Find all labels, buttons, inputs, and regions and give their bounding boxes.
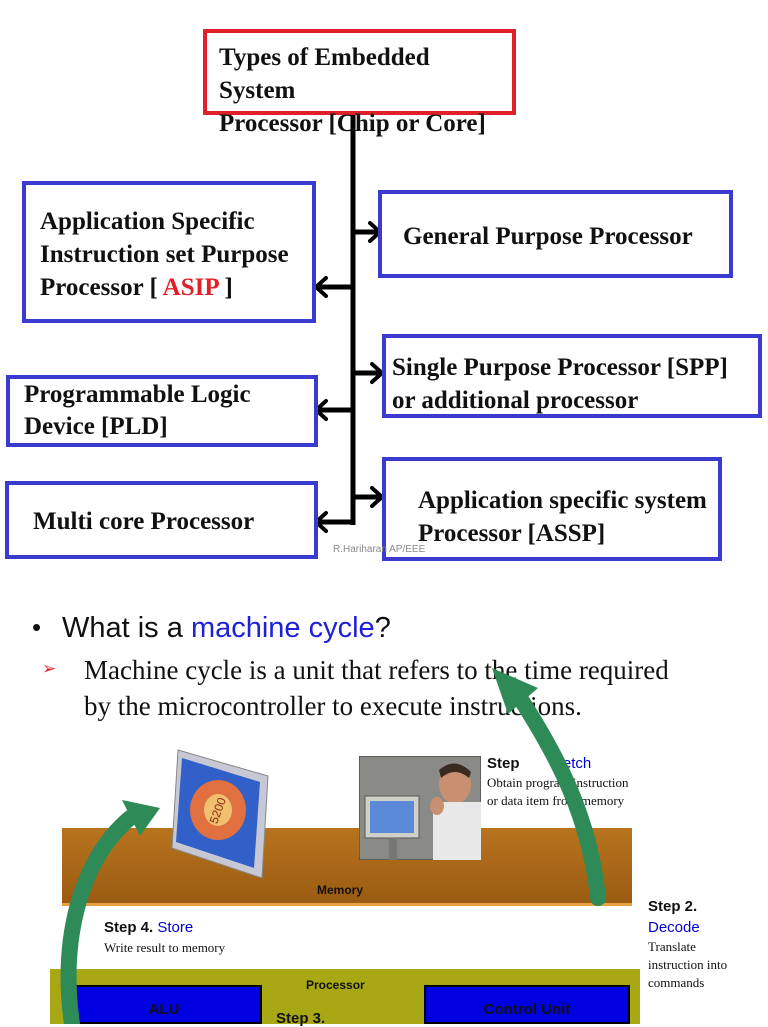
control-unit-block: Control Unit bbox=[424, 985, 630, 1024]
memory-label: Memory bbox=[317, 883, 364, 897]
spp-box: Single Purpose Processor [SPP] or additi… bbox=[382, 334, 762, 418]
multicore-box: Multi core Processor bbox=[5, 481, 318, 559]
step2-desc-line3: commands bbox=[648, 975, 705, 990]
assp-box: Application specific system Processor [A… bbox=[382, 457, 722, 561]
asip-line3-prefix: Processor [ bbox=[40, 274, 163, 301]
asip-line2: Instruction set Purpose bbox=[40, 241, 289, 268]
memory-bar bbox=[62, 828, 632, 906]
alu-label: ALU bbox=[148, 1001, 180, 1018]
question-prefix: What is a bbox=[62, 612, 191, 644]
alu-block: ALU bbox=[66, 985, 262, 1024]
bullet-dot: • bbox=[32, 612, 42, 642]
pld-box: Programmable Logic Device [PLD] bbox=[6, 375, 318, 447]
root-line1: Types of Embedded System bbox=[219, 44, 430, 104]
question-suffix: ? bbox=[374, 612, 391, 644]
asip-line1: Application Specific bbox=[40, 208, 255, 235]
step4-label: Step 4. bbox=[104, 919, 154, 936]
step4-heading: Step 4. Store bbox=[104, 919, 193, 936]
pld-line2: Device [PLD] bbox=[24, 413, 168, 440]
step2-heading: Step 2. Decode bbox=[648, 896, 700, 938]
answer-text: Machine cycle is a unit that refers to t… bbox=[84, 652, 669, 724]
pld-line1: Programmable Logic bbox=[24, 381, 251, 408]
step4-name: Store bbox=[157, 919, 194, 936]
step2-desc-line1: Translate bbox=[648, 939, 696, 954]
cycle-arrows bbox=[60, 668, 606, 1024]
step3-label: Step 3. bbox=[276, 1010, 326, 1027]
monitor-image: 5200 bbox=[171, 749, 269, 879]
step2-desc: Translate instruction into commands bbox=[648, 938, 727, 992]
step2-desc-line2: instruction into bbox=[648, 957, 728, 972]
answer-line1: Machine cycle is a unit that refers to t… bbox=[84, 655, 669, 685]
question-line: What is a machine cycle? bbox=[62, 612, 391, 645]
credit-text: R.Hariharan AP/EEE bbox=[333, 544, 426, 555]
spp-line1: Single Purpose Processor [SPP] bbox=[392, 354, 728, 381]
arrow-marker: ➢ bbox=[42, 659, 57, 679]
step1-label: Step bbox=[487, 755, 520, 772]
gpp-label: General Purpose Processor bbox=[403, 223, 693, 250]
asip-line3-suffix: ] bbox=[218, 274, 233, 301]
assp-line2: Processor [ASSP] bbox=[418, 520, 606, 547]
question-highlight: machine cycle bbox=[190, 612, 375, 644]
root-box: Types of Embedded System Processor [Chip… bbox=[203, 29, 516, 137]
assp-line1: Application specific system bbox=[418, 487, 707, 514]
step1-desc: Obtain program instruction or data item … bbox=[487, 774, 629, 810]
step1-desc-line2: or data item from memory bbox=[487, 793, 625, 808]
step4-desc: Write result to memory bbox=[104, 940, 226, 955]
spp-line2: or additional processor bbox=[392, 387, 639, 414]
multicore-label: Multi core Processor bbox=[33, 508, 255, 535]
gpp-box: General Purpose Processor bbox=[378, 190, 733, 278]
step2-name: Decode bbox=[648, 919, 700, 936]
processor-label: Processor bbox=[306, 978, 365, 992]
person-photo bbox=[359, 756, 481, 860]
control-unit-label: Control Unit bbox=[483, 1001, 571, 1018]
answer-line2: by the microcontroller to execute instru… bbox=[84, 691, 582, 721]
asip-box: Application Specific Instruction set Pur… bbox=[22, 181, 316, 323]
step2-label: Step 2. bbox=[648, 898, 698, 915]
asip-highlight: ASIP bbox=[162, 274, 219, 301]
step1-desc-line1: Obtain program instruction bbox=[487, 775, 629, 790]
